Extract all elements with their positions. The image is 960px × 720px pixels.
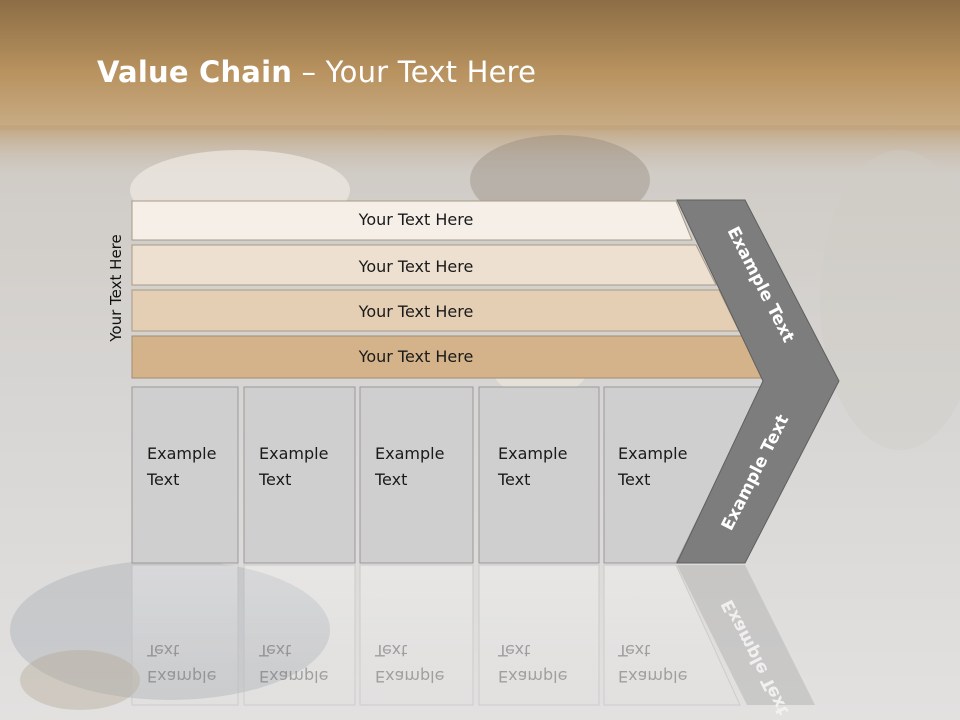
support-bar-3-label: Your Text Here [358, 302, 474, 321]
primary-column-2 [243, 386, 356, 564]
reflection: Example Text Example Text Example Text E… [131, 564, 815, 718]
reflection-chevron [677, 565, 815, 705]
reflection-column-1 [131, 564, 239, 706]
primary-column-3-line1: Example [375, 444, 444, 463]
reflection-column-5-line1: Example [618, 667, 687, 686]
support-bar-1-label: Your Text Here [358, 210, 474, 229]
support-bar-2 [131, 244, 717, 286]
reflection-column-4 [478, 564, 600, 706]
reflection-column-3 [359, 564, 474, 706]
reflection-column-5-line2: Text [617, 641, 650, 660]
reflection-column-2-line1: Example [259, 667, 328, 686]
reflection-column-4-line2: Text [497, 641, 530, 660]
side-label: Your Text Here [107, 234, 125, 342]
primary-column-1-line2: Text [146, 470, 179, 489]
margin-chevron-shape [676, 199, 840, 564]
reflection-column-3-line2: Text [374, 641, 407, 660]
slide-title: Value Chain – Your Text Here [97, 55, 536, 89]
primary-column-1-line1: Example [147, 444, 216, 463]
reflection-column-4-line1: Example [498, 667, 567, 686]
reflection-column-1-line1: Example [147, 667, 216, 686]
primary-column-3 [359, 386, 474, 564]
primary-column-5 [603, 386, 763, 564]
support-bar-2-label: Your Text Here [358, 257, 474, 276]
reflection-column-2 [243, 564, 356, 706]
reflection-column-5 [603, 564, 741, 706]
primary-column-4 [478, 386, 600, 564]
reflection-column-2-line2: Text [258, 641, 291, 660]
primary-column-5-line1: Example [618, 444, 687, 463]
title-bold: Value Chain [97, 55, 293, 89]
primary-column-1 [131, 386, 239, 564]
support-bars: Your Text Here Your Text Here Your Text … [131, 200, 764, 379]
title-rest: – Your Text Here [292, 55, 537, 89]
primary-column-4-line1: Example [498, 444, 567, 463]
primary-columns: Example Text Example Text Example Text E… [131, 386, 763, 564]
primary-column-3-line2: Text [374, 470, 407, 489]
support-bar-1 [131, 200, 693, 241]
primary-column-2-line1: Example [259, 444, 328, 463]
primary-column-4-line2: Text [497, 470, 530, 489]
reflection-column-1-line2: Text [146, 641, 179, 660]
primary-column-2-line2: Text [258, 470, 291, 489]
reflection-column-3-line1: Example [375, 667, 444, 686]
support-bar-4-label: Your Text Here [358, 347, 474, 366]
primary-column-5-line2: Text [617, 470, 650, 489]
